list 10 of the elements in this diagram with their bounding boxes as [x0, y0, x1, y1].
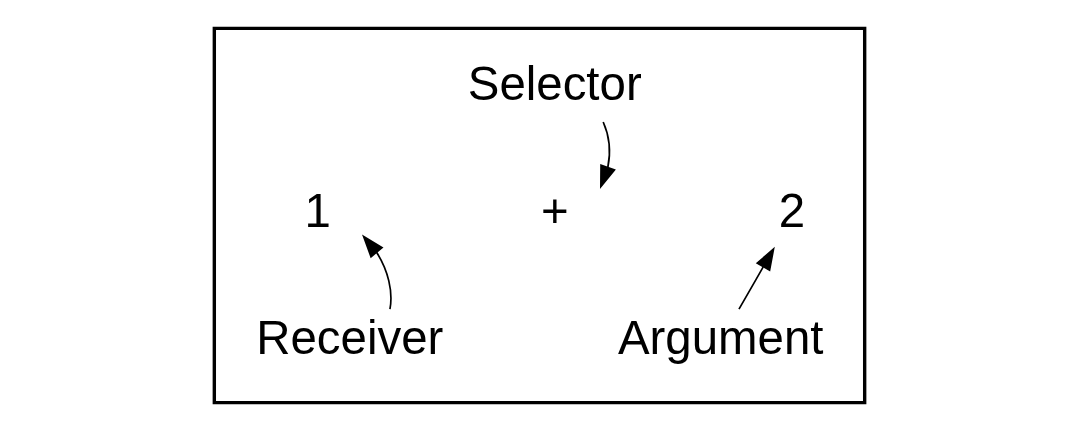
cluster	[212, 26, 866, 405]
node-text: 2	[778, 184, 805, 238]
node-text: 1	[303, 184, 331, 238]
arrow	[737, 246, 775, 310]
node-text: Receiver	[255, 311, 443, 365]
node-text: Argument	[617, 311, 823, 365]
node-text: +	[540, 184, 569, 238]
node-text: Selector	[467, 57, 642, 111]
arrow	[599, 121, 616, 190]
arrow	[361, 234, 392, 310]
